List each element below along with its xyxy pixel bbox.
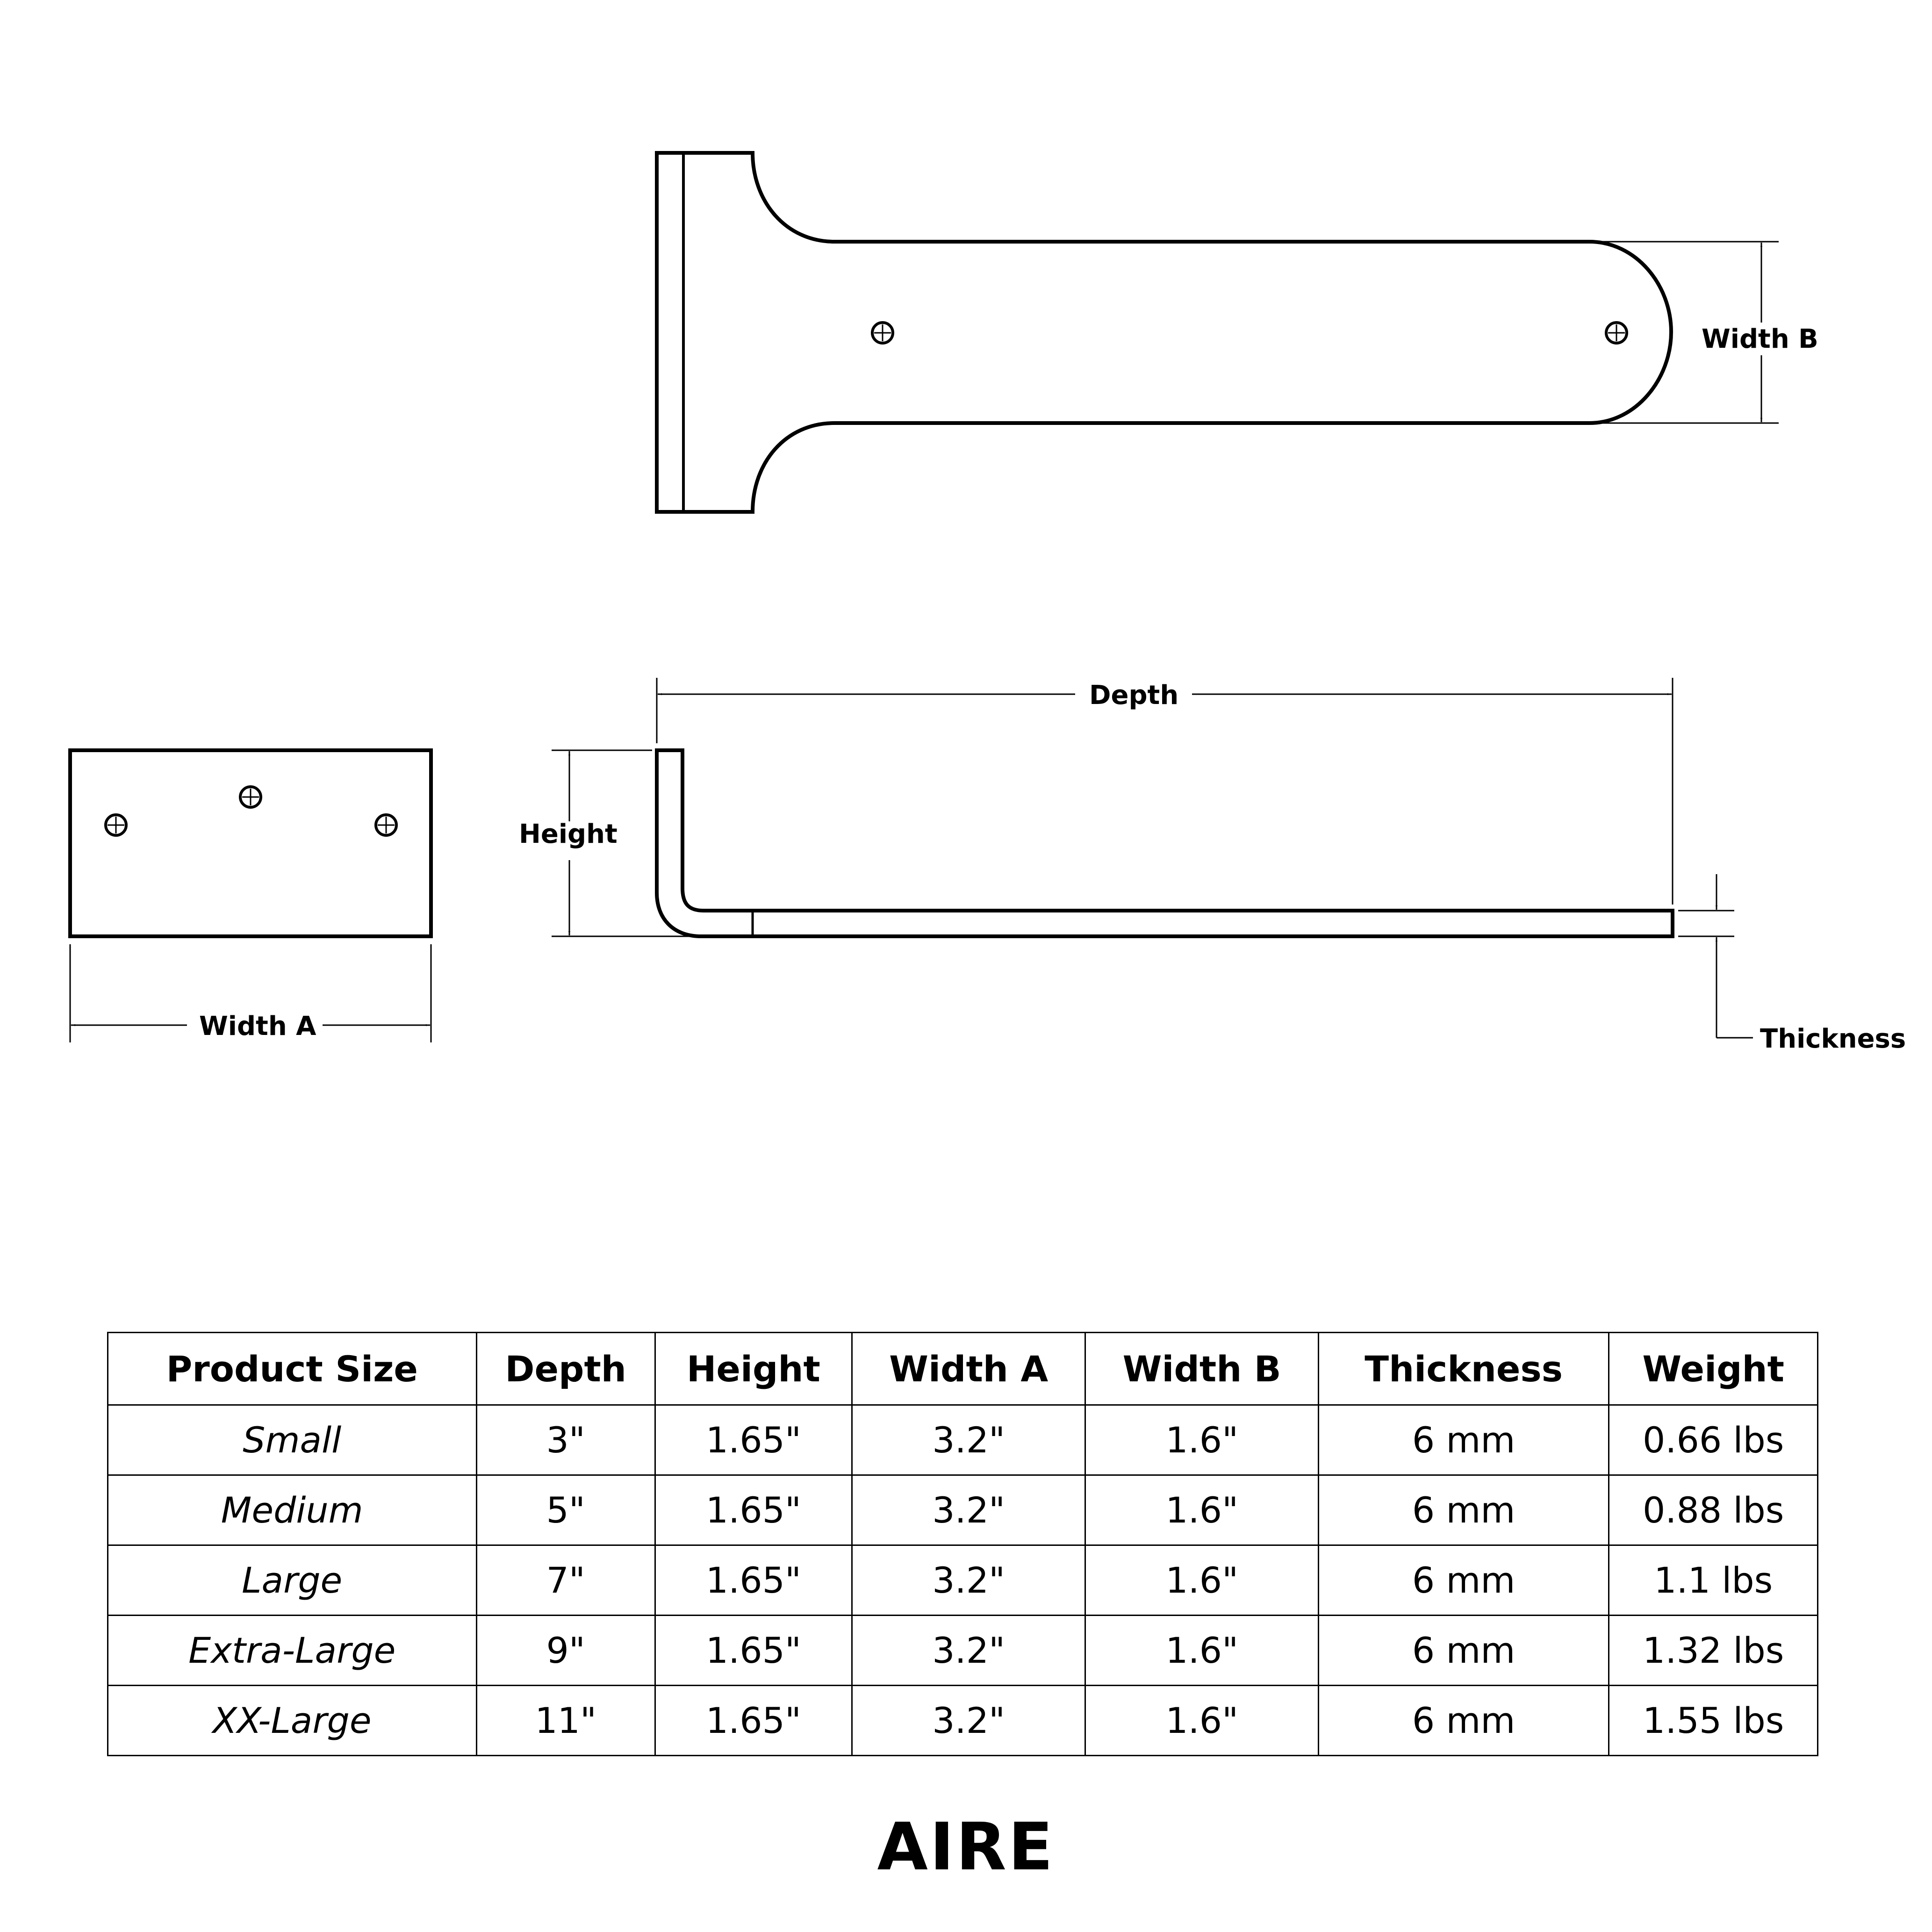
cell-thickness: 6 mm [1317, 1404, 1610, 1476]
header-depth: Depth [475, 1332, 656, 1406]
cell-height: 1.65" [654, 1615, 853, 1686]
cell-width-b: 1.6" [1085, 1544, 1319, 1616]
table-row: XX-Large 11" 1.65" 3.2" 1.6" 6 mm 1.55 l… [107, 1685, 1818, 1756]
cell-height: 1.65" [654, 1404, 853, 1476]
header-weight: Weight [1608, 1332, 1818, 1406]
cell-width-b: 1.6" [1085, 1404, 1319, 1476]
cell-width-a: 3.2" [851, 1685, 1086, 1756]
cell-width-b: 1.6" [1085, 1615, 1319, 1686]
cell-size: Large [107, 1544, 477, 1616]
mount-hole-icon [374, 813, 398, 837]
cell-height: 1.65" [654, 1544, 853, 1616]
cell-depth: 5" [475, 1474, 656, 1546]
cell-weight: 0.66 lbs [1608, 1404, 1818, 1476]
table-row: Large 7" 1.65" 3.2" 1.6" 6 mm 1.1 lbs [107, 1544, 1818, 1616]
header-thickness: Thickness [1317, 1332, 1610, 1406]
cell-thickness: 6 mm [1317, 1685, 1610, 1756]
cell-thickness: 6 mm [1317, 1544, 1610, 1616]
mount-hole-icon [871, 321, 894, 345]
side-view [552, 678, 1753, 1039]
header-height: Height [654, 1332, 853, 1406]
cell-depth: 3" [475, 1404, 656, 1476]
cell-thickness: 6 mm [1317, 1474, 1610, 1546]
cell-depth: 7" [475, 1544, 656, 1616]
cell-depth: 11" [475, 1685, 656, 1756]
cell-weight: 1.32 lbs [1608, 1615, 1818, 1686]
cell-width-a: 3.2" [851, 1544, 1086, 1616]
size-spec-table: Product Size Depth Height Width A Width … [107, 1332, 1818, 1756]
width-a-label: Width A [194, 1013, 321, 1040]
header-width-b: Width B [1085, 1332, 1319, 1406]
table-row: Medium 5" 1.65" 3.2" 1.6" 6 mm 0.88 lbs [107, 1474, 1818, 1546]
cell-height: 1.65" [654, 1685, 853, 1756]
mount-hole-icon [1605, 321, 1628, 345]
cell-weight: 1.1 lbs [1608, 1544, 1818, 1616]
cell-size: Medium [107, 1474, 477, 1546]
cell-weight: 1.55 lbs [1608, 1685, 1818, 1756]
cell-depth: 9" [475, 1615, 656, 1686]
cell-width-a: 3.2" [851, 1474, 1086, 1546]
thickness-label: Thickness [1755, 1026, 1911, 1052]
top-view [655, 151, 1779, 514]
front-view [68, 748, 433, 1042]
cell-size: XX-Large [107, 1685, 477, 1756]
cell-width-a: 3.2" [851, 1615, 1086, 1686]
table-row: Extra-Large 9" 1.65" 3.2" 1.6" 6 mm 1.32… [107, 1615, 1818, 1686]
header-width-a: Width A [851, 1332, 1086, 1406]
mount-hole-icon [104, 813, 128, 837]
cell-weight: 0.88 lbs [1608, 1474, 1818, 1546]
header-product-size: Product Size [107, 1332, 477, 1406]
cell-width-b: 1.6" [1085, 1685, 1319, 1756]
width-b-label: Width B [1697, 326, 1823, 352]
cell-size: Small [107, 1404, 477, 1476]
cell-width-a: 3.2" [851, 1404, 1086, 1476]
product-title: AIRE [877, 1809, 1055, 1885]
cell-size: Extra-Large [107, 1615, 477, 1686]
cell-thickness: 6 mm [1317, 1615, 1610, 1686]
table-header-row: Product Size Depth Height Width A Width … [107, 1332, 1818, 1406]
mount-hole-icon [239, 785, 262, 809]
table-row: Small 3" 1.65" 3.2" 1.6" 6 mm 0.66 lbs [107, 1404, 1818, 1476]
depth-label: Depth [1085, 682, 1184, 709]
height-label: Height [514, 821, 622, 847]
cell-width-b: 1.6" [1085, 1474, 1319, 1546]
cell-height: 1.65" [654, 1474, 853, 1546]
